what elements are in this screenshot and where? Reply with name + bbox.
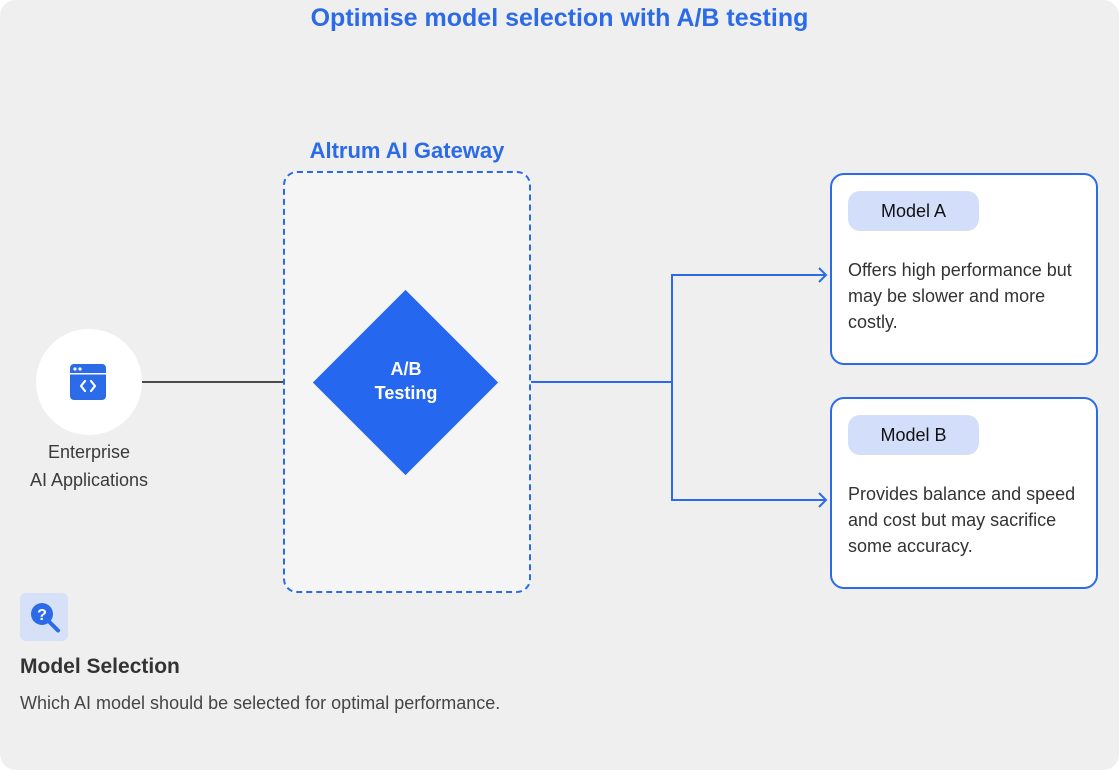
model-a-pill: Model A	[848, 191, 979, 231]
arrowhead-model-b	[818, 492, 828, 508]
model-b-card: Model B Provides balance and speed and c…	[830, 397, 1098, 589]
code-window-icon	[70, 364, 106, 400]
model-a-card: Model A Offers high performance but may …	[830, 173, 1098, 365]
model-a-description: Offers high performance but may be slowe…	[848, 260, 1072, 332]
ab-testing-label-line2: Testing	[374, 383, 438, 403]
diagram-title: Optimise model selection with A/B testin…	[310, 4, 809, 32]
model-selection-description: Which AI model should be selected for op…	[20, 693, 501, 713]
arrowhead-model-a	[818, 267, 828, 283]
ab-testing-label-line1: A/B	[390, 359, 422, 379]
question-search-icon: ?	[20, 593, 68, 641]
enterprise-app-label-line2: AI Applications	[29, 470, 149, 490]
model-selection-heading: Model Selection	[20, 655, 180, 678]
enterprise-app-label: Enterprise AI Applications	[0, 438, 178, 494]
gateway-label: Altrum AI Gateway	[309, 138, 505, 163]
svg-text:?: ?	[37, 607, 47, 624]
model-b-description: Provides balance and speed and cost but …	[848, 484, 1076, 556]
enterprise-app-label-line1: Enterprise	[47, 442, 131, 462]
branch-to-model-b	[671, 382, 826, 501]
branch-to-model-a	[671, 274, 826, 382]
model-b-pill: Model B	[848, 415, 979, 455]
enterprise-app-node	[36, 329, 142, 435]
ab-testing-label: A/B Testing	[346, 357, 466, 405]
